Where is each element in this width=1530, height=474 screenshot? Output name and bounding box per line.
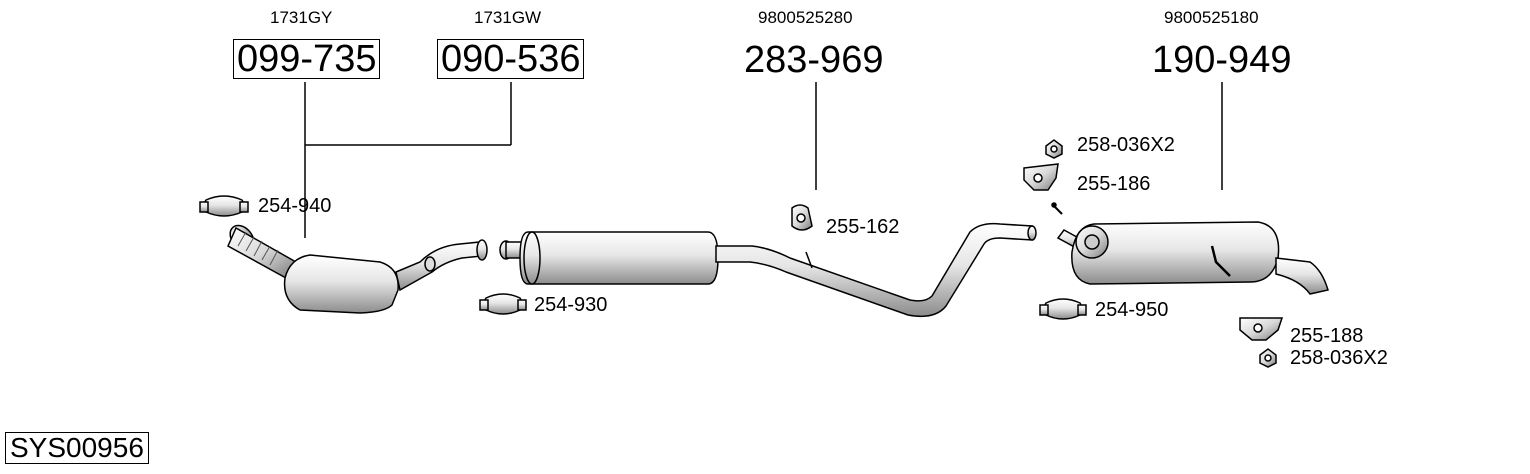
fitting-label-nut-top: 258-036X2 [1077,134,1175,156]
hanger-icon [1023,163,1059,191]
fitting-label-nut-bottom: 258-036X2 [1290,347,1388,369]
catalytic-converter [227,224,488,314]
fitting-label-clamp-front: 254-940 [258,195,332,217]
nut-icon [1259,348,1277,368]
rear-silencer [1051,202,1329,295]
fitting-label-hanger-top: 255-186 [1077,173,1151,195]
nut-icon [1045,139,1063,159]
hanger-icon [1239,317,1284,341]
oem-number-cat-b: 1731GW [474,8,542,27]
fitting-label-clamp-mid: 254-930 [534,294,608,316]
clamp-icon [199,195,249,217]
middle-silencer [499,222,1037,318]
part-number-cat-b: 090-536 [437,39,585,79]
fitting-label-hanger-bottom: 255-188 [1290,325,1364,347]
clamp-icon [1039,298,1087,320]
fitting-label-clamp-rear: 254-950 [1095,299,1169,321]
oem-number-rear: 9800525180 [1164,8,1259,27]
leader-lines [304,82,1223,238]
oem-number-middle: 9800525280 [758,8,853,27]
part-number-middle: 283-969 [744,39,884,81]
fitting-label-hanger-mid: 255-162 [826,216,900,238]
oem-number-cat-a: 1731GY [270,8,333,27]
part-number-rear: 190-949 [1152,39,1292,81]
system-id: SYS00956 [5,432,149,464]
hanger-icon [791,204,813,231]
clamp-icon [479,293,527,315]
part-number-cat-a: 099-735 [233,39,381,79]
